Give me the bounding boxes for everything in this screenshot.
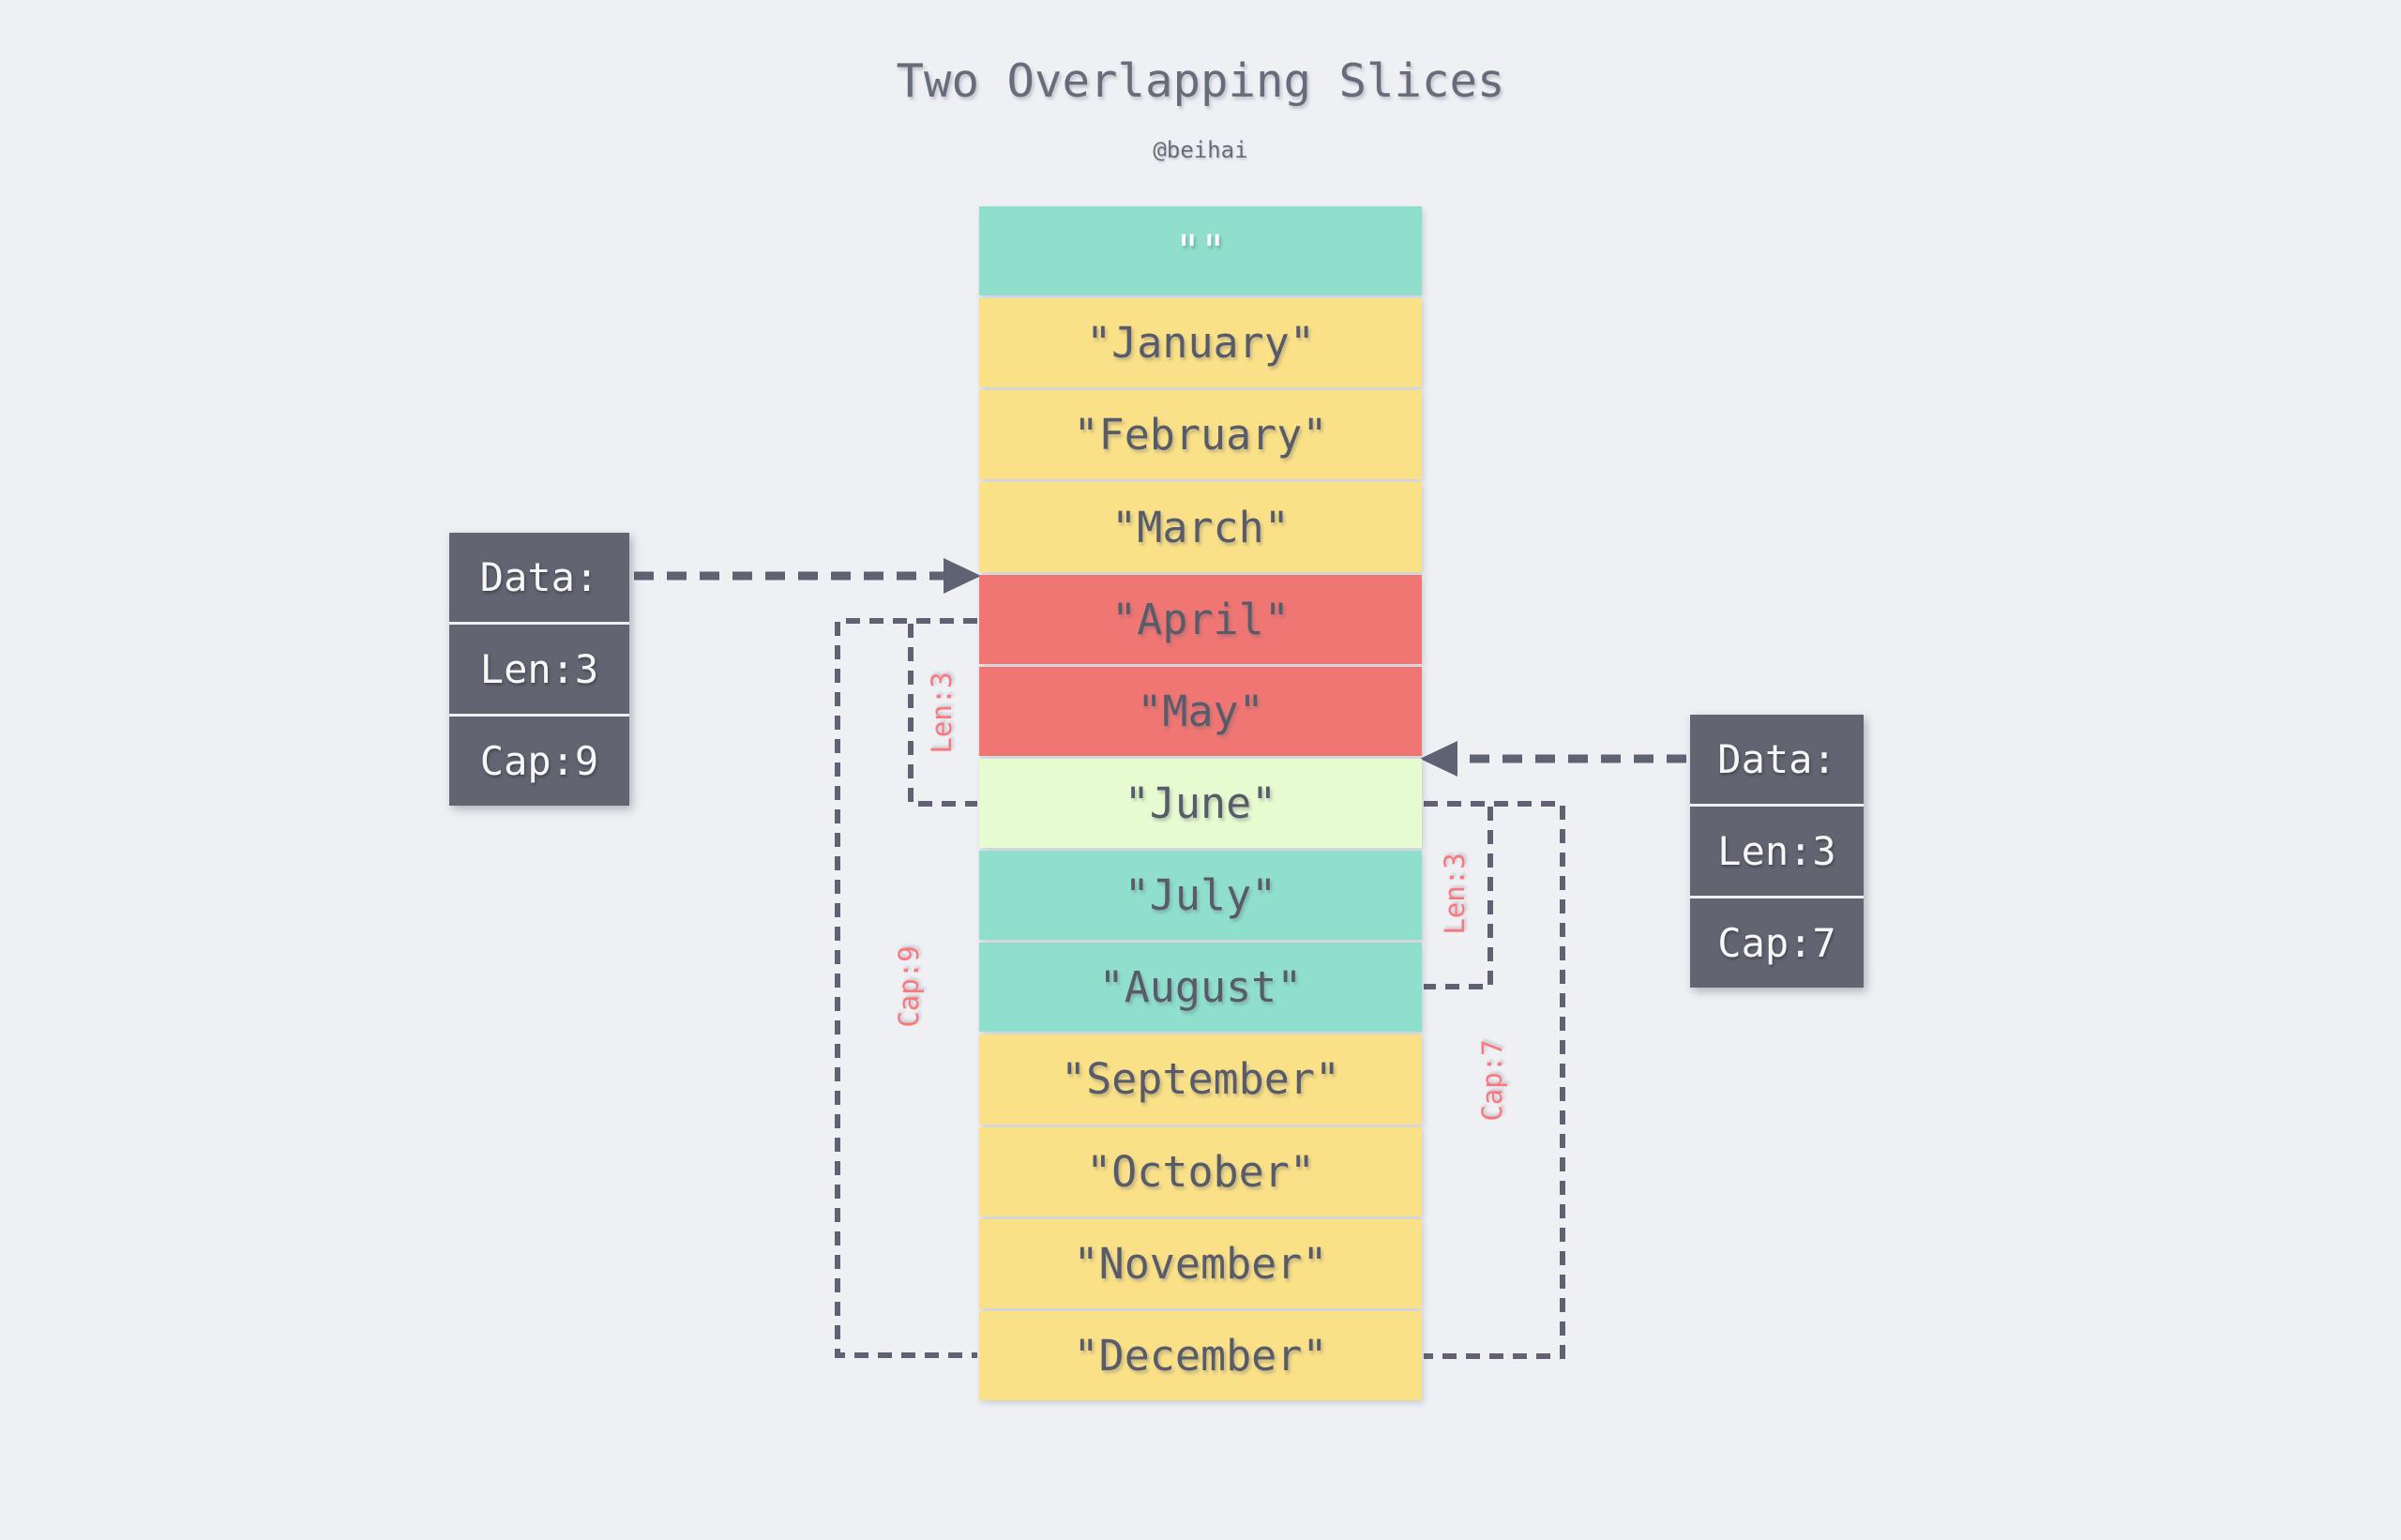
slice1-len-row: Len:3: [449, 625, 629, 714]
stack-cell-february: "February": [979, 390, 1422, 480]
stack-cell-september: "September": [979, 1034, 1422, 1125]
slice2-pointer-box: Data: Len:3 Cap:7: [1690, 715, 1864, 988]
slice2-len-row: Len:3: [1690, 807, 1864, 896]
stack-cell-may: "May": [979, 666, 1422, 756]
slice1-data-arrow: [634, 558, 981, 594]
slice1-cap-row: Cap:9: [449, 717, 629, 806]
slice2-cap-row: Cap:7: [1690, 898, 1864, 988]
left-len-bracket-label: Len:3: [926, 672, 958, 754]
stack-cell-december: "December": [979, 1310, 1422, 1401]
diagram-title: Two Overlapping Slices: [896, 54, 1505, 108]
stack-cell-august: "August": [979, 943, 1422, 1033]
slice1-pointer-box: Data: Len:3 Cap:9: [449, 533, 629, 806]
left-cap-bracket-label: Cap:9: [893, 945, 925, 1028]
stack-cell-november: "November": [979, 1218, 1422, 1308]
arrow-head-left-icon: [1420, 741, 1457, 777]
stack-cell-march: "March": [979, 482, 1422, 572]
slice1-data-row: Data:: [449, 533, 629, 622]
diagram-author: @beihai: [1153, 137, 1248, 163]
stack-cell-january: "January": [979, 298, 1422, 388]
right-cap-bracket-label: Cap:7: [1476, 1039, 1508, 1122]
month-stack: "" "January" "February" "March" "April" …: [979, 206, 1422, 1401]
stack-cell-june: "June": [979, 758, 1422, 849]
slice2-data-row: Data:: [1690, 715, 1864, 804]
stack-cell-empty: "": [979, 206, 1422, 296]
right-len-bracket-label: Len:3: [1439, 853, 1471, 935]
stack-cell-october: "October": [979, 1126, 1422, 1216]
stack-cell-july: "July": [979, 851, 1422, 941]
arrow-head-right-icon: [944, 558, 981, 594]
slice2-data-arrow: [1420, 741, 1686, 777]
stack-cell-april: "April": [979, 574, 1422, 664]
